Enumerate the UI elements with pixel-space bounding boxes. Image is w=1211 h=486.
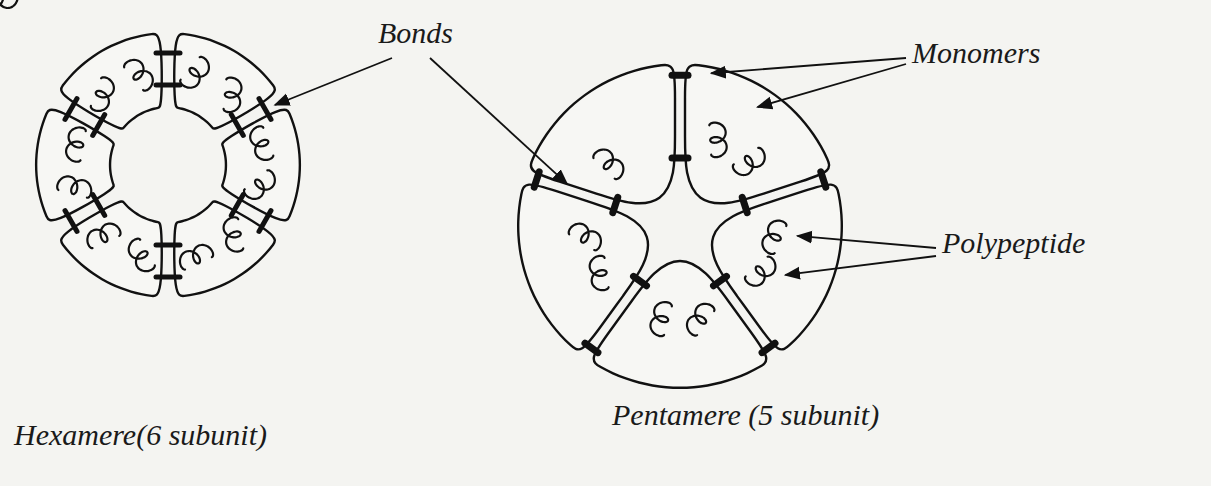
- polypeptide-squiggle: [0, 0, 18, 8]
- bond-mark: [259, 211, 271, 232]
- bond-mark: [156, 51, 180, 56]
- bond-mark: [156, 243, 180, 248]
- bond-mark: [259, 99, 271, 120]
- bond-mark: [93, 115, 105, 136]
- polypeptide-squiggle: [90, 76, 117, 114]
- bond-mark: [231, 195, 243, 216]
- leader-line: [711, 58, 906, 73]
- polypeptide-squiggle: [64, 126, 86, 163]
- callout-label: Bonds: [378, 16, 453, 51]
- polypeptide-squiggle: [223, 77, 242, 113]
- figure-caption: Pentamere (5 subunit): [612, 398, 879, 433]
- polypeptide-squiggle: [84, 220, 122, 249]
- polypeptide-squiggle: [731, 147, 769, 180]
- bond-mark: [93, 195, 105, 216]
- polypeptide-squiggle: [247, 125, 274, 163]
- monomer-subunit: [36, 110, 114, 221]
- bond-mark: [585, 343, 598, 352]
- monomer-subunit: [518, 185, 648, 350]
- monomer-subunit: [61, 34, 162, 129]
- bond-mark: [613, 197, 618, 212]
- monomer-subunit: [61, 201, 162, 296]
- bond-mark: [156, 275, 180, 280]
- bond-mark: [672, 154, 688, 161]
- polypeptide-squiggle: [567, 220, 605, 252]
- bond-mark: [65, 99, 77, 120]
- polypeptide-squiggle: [588, 255, 609, 291]
- bond-mark: [534, 172, 539, 187]
- bond-mark: [634, 276, 647, 285]
- polypeptide-squiggle: [592, 145, 628, 181]
- polypeptide-squiggle: [123, 55, 157, 92]
- bond-mark: [821, 172, 826, 187]
- leader-lines: [275, 58, 936, 275]
- polypeptide-squiggle: [125, 237, 156, 275]
- figure-caption: Hexamere(6 subunit): [14, 418, 267, 453]
- monomer-subunit: [222, 110, 300, 221]
- bond-mark: [714, 276, 727, 285]
- polypeptide-squiggle: [683, 300, 716, 337]
- bond-mark: [156, 83, 180, 88]
- callout-label: Polypeptide: [942, 226, 1085, 261]
- polypeptide-squiggle: [759, 217, 787, 255]
- bond-mark: [65, 211, 77, 232]
- bond-mark: [762, 343, 775, 352]
- leader-line: [797, 236, 936, 248]
- leader-line: [758, 64, 906, 107]
- hexamer-ring: [36, 34, 300, 296]
- leader-line: [275, 58, 392, 105]
- bond-mark: [672, 72, 688, 79]
- monomer-subunit: [685, 65, 829, 203]
- leader-line: [785, 256, 936, 275]
- polypeptide-squiggle: [709, 122, 727, 158]
- polypeptide-squiggle: [243, 169, 280, 203]
- monomer-subunit: [174, 34, 275, 129]
- polypeptide-squiggle: [744, 255, 780, 290]
- monomer-subunit: [174, 201, 275, 296]
- monomer-subunit: [531, 65, 675, 203]
- polypeptide-squiggle: [56, 174, 94, 198]
- polypeptide-squiggle: [648, 300, 672, 338]
- leader-line: [430, 58, 567, 184]
- bond-mark: [742, 197, 747, 212]
- polypeptide-squiggle: [222, 217, 244, 254]
- bond-mark: [231, 115, 243, 136]
- polypeptide-squiggle: [179, 55, 213, 92]
- pentamer-disc: [0, 0, 842, 388]
- callout-label: Monomers: [912, 36, 1040, 71]
